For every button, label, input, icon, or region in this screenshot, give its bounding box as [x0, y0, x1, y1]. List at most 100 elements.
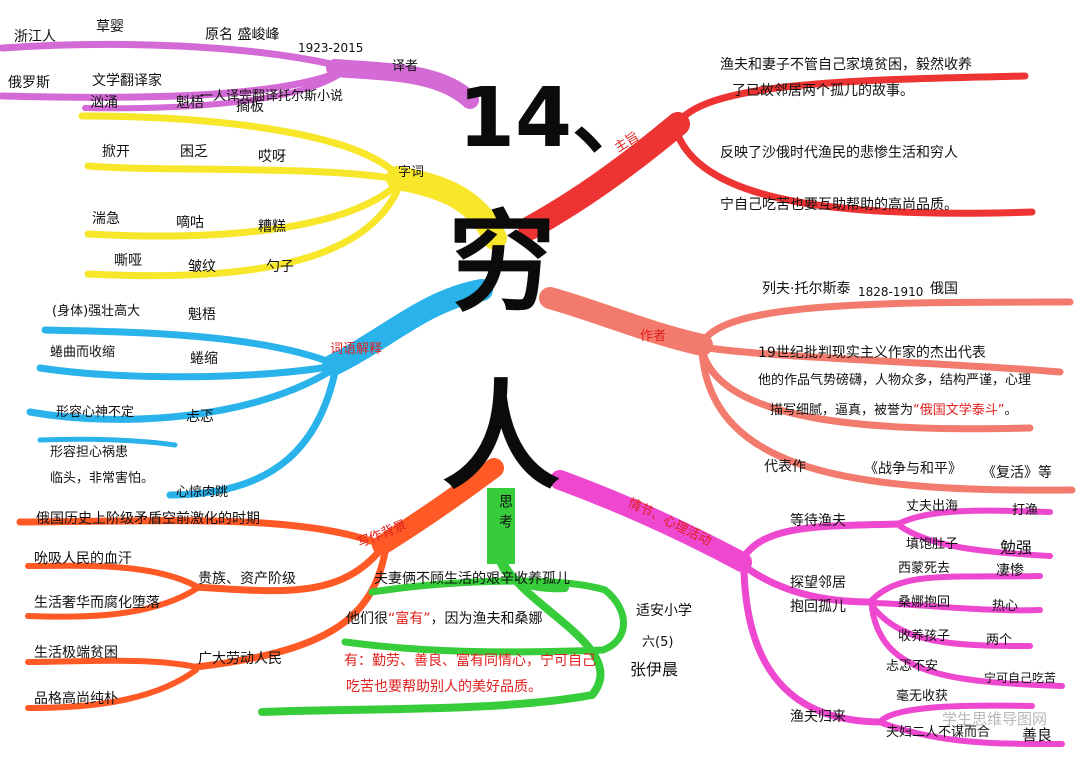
- word: 困乏: [180, 144, 208, 160]
- word: 湍急: [92, 211, 120, 227]
- author-years: 1828-1910: [858, 285, 924, 299]
- background-nobles-label: 贵族、资产阶级: [198, 571, 296, 587]
- plot-detail: 丈夫出海: [906, 499, 959, 514]
- plot-detail: 毫无收获: [896, 689, 949, 704]
- words-label: 字词: [398, 165, 425, 180]
- word: 糟糕: [258, 219, 286, 235]
- signature-school: 适安小学: [636, 603, 692, 619]
- theme-line: 渔夫和妻子不管自己家境贫困，毅然收养: [720, 57, 972, 73]
- translator-original-name: 原名 盛峻峰: [205, 27, 280, 43]
- theme-line: 反映了沙俄时代渔民的悲惨生活和穷人: [720, 145, 958, 161]
- word: 哎呀: [258, 149, 286, 165]
- thinking-line: 有：勤劳、善良、富有同情心，宁可自己: [344, 653, 596, 669]
- explanation-word: 魁梧: [188, 307, 216, 323]
- word: 嘀咕: [176, 215, 204, 231]
- thinking-highlight: “富有”: [388, 611, 431, 627]
- translator-achievement: 一人译完翻译托尔斯小说: [200, 89, 344, 104]
- theme-line: 了已故邻居两个孤儿的故事。: [732, 83, 914, 99]
- explanations-branch: [26, 279, 493, 499]
- plot-feeling: 宁可自己吃苦: [984, 671, 1057, 685]
- author-line: 19世纪批判现实主义作家的杰出代表: [758, 345, 986, 361]
- word: 嘶哑: [114, 253, 142, 269]
- signature-name: 张伊晨: [630, 660, 679, 679]
- explanation-meaning: 形容心神不定: [56, 405, 135, 420]
- thinking-line: 吃苦也要帮助别人的美好品质。: [346, 679, 542, 695]
- thinking-line-2-post: ，因为渔夫和桑娜: [430, 611, 543, 627]
- plot-feeling: 凄惨: [996, 563, 1024, 579]
- translator-label: 译者: [392, 59, 419, 74]
- translator-name: 草婴: [96, 19, 124, 35]
- plot-detail: 夫妇二人不谋而合: [886, 725, 991, 740]
- plot-stage-label: 等待渔夫: [790, 513, 846, 529]
- word: 魁梧: [176, 95, 204, 111]
- plot-branch: [550, 470, 1065, 747]
- thinking-line: 夫妻俩不顾生活的艰辛收养孤儿: [374, 571, 570, 587]
- word: 勺子: [266, 259, 294, 275]
- plot-stage-label: 探望邻居: [790, 575, 846, 591]
- translator-branch: [0, 40, 479, 112]
- thinking-label: 思考: [497, 494, 513, 534]
- plot-detail: 桑娜抱回: [898, 595, 951, 610]
- plot-detail: 忐忑不安: [886, 659, 939, 674]
- author-work: 《复活》等: [982, 465, 1052, 481]
- author-country: 俄国: [930, 281, 958, 297]
- author-works-label: 代表作: [764, 459, 806, 475]
- plot-detail: 西蒙死去: [898, 561, 951, 576]
- word: 掀开: [102, 144, 130, 160]
- translator-country: 俄罗斯: [8, 75, 50, 91]
- translator-role: 文学翻译家: [92, 73, 162, 89]
- theme-branch: [518, 72, 1036, 240]
- author-line: 他的作品气势磅礴，人物众多，结构严谨，心理: [758, 373, 1032, 388]
- word: 搁板: [236, 99, 264, 115]
- author-line-3-post: 。: [1004, 403, 1018, 418]
- author-title-highlight: “俄国文学泰斗”: [913, 403, 1005, 418]
- plot-stage-label: 抱回孤儿: [790, 599, 846, 615]
- plot-detail: 收养孩子: [898, 629, 951, 644]
- explanation-meaning: (身体)强壮高大: [52, 304, 141, 319]
- plot-detail: 填饱肚子: [906, 537, 959, 552]
- watermark: 学生思维导图网: [942, 710, 1048, 728]
- author-name: 列夫·托尔斯泰: [762, 281, 851, 297]
- explanation-word: 忐忑: [186, 409, 214, 425]
- background-point: 生活奢华而腐化堕落: [34, 595, 160, 611]
- thinking-branch: [258, 556, 627, 716]
- author-line-3: 描写细腻，逼真，被誉为“俄国文学泰斗”。: [770, 404, 1018, 417]
- plot-feeling: 善良: [1022, 726, 1053, 744]
- background-branch: [16, 458, 504, 711]
- plot-feeling: 两个: [986, 633, 1013, 648]
- thinking-line-2-pre: 他们很: [346, 611, 388, 627]
- central-char-1: 穷: [448, 201, 557, 326]
- explanation-word: 心惊肉跳: [176, 485, 229, 500]
- translator-years: 1923-2015: [298, 41, 364, 55]
- explanations-label: 词语解释: [330, 342, 383, 357]
- plot-feeling: 打渔: [1012, 503, 1039, 518]
- plot-feeling: 热心: [992, 599, 1019, 614]
- thinking-line-2: 他们很“富有”，因为渔夫和桑娜: [346, 612, 543, 626]
- author-line-3-pre: 描写细腻，逼真，被誉为: [770, 403, 914, 418]
- word: 皱纹: [188, 259, 216, 275]
- background-workers-label: 广大劳动人民: [198, 651, 282, 667]
- central-number: 14、: [458, 71, 655, 166]
- words-branch: [78, 112, 507, 280]
- background-period: 俄国历史上阶级矛盾空前激化的时期: [36, 511, 260, 527]
- background-point: 品格高尚纯朴: [34, 691, 118, 707]
- central-char-2: 人: [442, 368, 561, 506]
- signature-class: 六(5): [642, 635, 674, 650]
- background-point: 吮吸人民的血汗: [34, 551, 132, 567]
- plot-stage-label: 渔夫归来: [790, 709, 846, 725]
- author-label: 作者: [640, 329, 667, 344]
- background-point: 生活极端贫困: [34, 645, 118, 661]
- word: 汹涌: [90, 95, 118, 111]
- author-branch: [539, 287, 1076, 494]
- thinking-label-box: 思考: [487, 488, 515, 564]
- translator-native-place: 浙江人: [14, 29, 56, 45]
- theme-line: 宁自己吃苦也要互助帮助的高尚品质。: [720, 197, 958, 213]
- explanation-meaning: 临头，非常害怕。: [50, 471, 155, 486]
- explanation-meaning: 形容担心祸患: [50, 445, 129, 460]
- explanation-word: 蜷缩: [190, 351, 218, 367]
- explanation-meaning: 蜷曲而收缩: [50, 345, 116, 360]
- author-work: 《战争与和平》: [864, 461, 962, 477]
- plot-feeling: 勉强: [1000, 538, 1033, 557]
